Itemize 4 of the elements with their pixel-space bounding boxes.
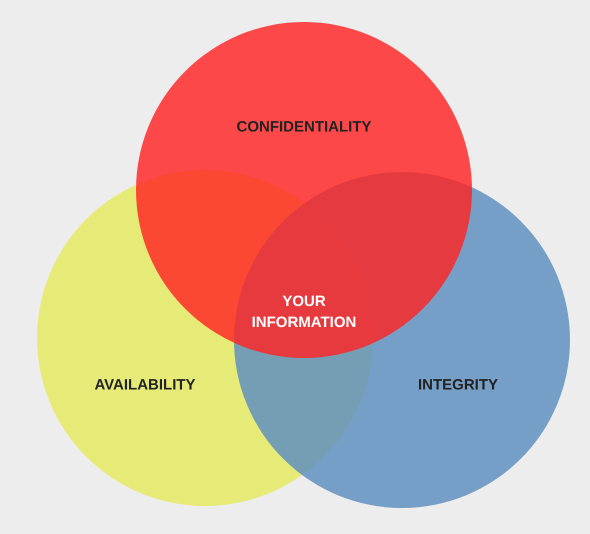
- circle-label: INTEGRITY: [418, 376, 498, 394]
- circle-label: CONFIDENTIALITY: [236, 118, 372, 136]
- circle-label: AVAILABILITY: [94, 376, 196, 394]
- center-label: YOUR INFORMATION: [250, 292, 358, 333]
